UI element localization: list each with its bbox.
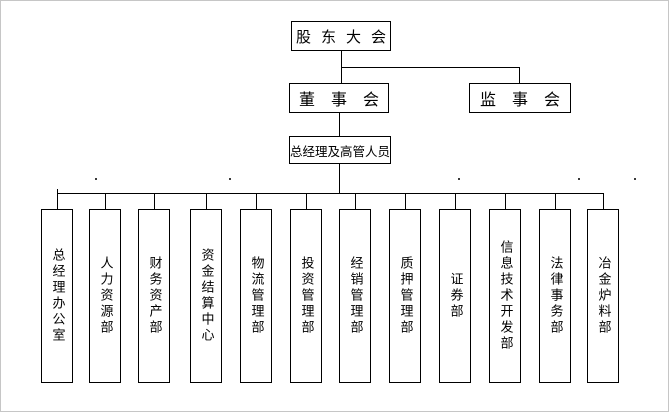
department-label: 证券部 [447,272,463,320]
distribution-rail [57,193,604,194]
department-box: 法律事务部 [539,209,571,383]
department-label: 投资管理部 [298,256,314,336]
node-general-manager: 总经理及高管人员 [289,136,391,164]
department-box: 人力资源部 [89,209,121,383]
rail-end-tick [57,189,58,193]
anchor-dot [229,178,231,180]
node-label: 总经理及高管人员 [290,143,391,159]
department-label: 总经理办公室 [49,248,65,344]
stub-department-3 [154,193,155,209]
department-box: 信息技术开发部 [489,209,521,383]
department-box: 财务资产部 [138,209,170,383]
department-label: 财务资产部 [146,256,162,336]
anchor-dot [578,178,580,180]
node-label: 股东大会 [295,27,396,46]
department-box: 总经理办公室 [41,209,73,383]
department-label: 冶金炉料部 [595,256,611,336]
stub-department-8 [405,193,406,209]
stub-department-5 [256,193,257,209]
department-label: 资金结算中心 [198,248,214,344]
stub-department-4 [206,193,207,209]
department-box: 经销管理部 [339,209,371,383]
stub-department-7 [355,193,356,209]
stub-department-11 [555,193,556,209]
department-label: 信息技术开发部 [497,240,513,352]
department-label: 质押管理部 [397,256,413,336]
connector-branch-to-supervisory [341,67,520,68]
stub-department-6 [306,193,307,209]
stub-department-12 [603,193,604,209]
anchor-dot [95,178,97,180]
connector-drop-to-supervisory [519,67,520,83]
stub-department-10 [505,193,506,209]
node-label: 监事会 [479,90,576,109]
department-label: 法律事务部 [547,256,563,336]
department-box: 资金结算中心 [190,209,222,383]
stub-department-2 [105,193,106,209]
node-label: 董事会 [298,90,395,109]
department-label: 经销管理部 [347,256,363,336]
anchor-dot [458,178,460,180]
department-box: 物流管理部 [240,209,272,383]
department-label: 物流管理部 [248,256,264,336]
department-box: 证券部 [439,209,471,383]
node-board-of-directors: 董事会 [289,83,389,113]
connector-gm-to-rail [339,164,340,193]
node-supervisory-board: 监事会 [469,83,571,113]
stub-department-9 [455,193,456,209]
node-shareholders-meeting: 股东大会 [291,21,391,51]
connector-board-to-gm [339,113,340,136]
department-label: 人力资源部 [97,256,113,336]
department-box: 冶金炉料部 [587,209,619,383]
anchor-dot [634,178,636,180]
department-box: 投资管理部 [290,209,322,383]
stub-department-1 [57,193,58,209]
department-box: 质押管理部 [389,209,421,383]
